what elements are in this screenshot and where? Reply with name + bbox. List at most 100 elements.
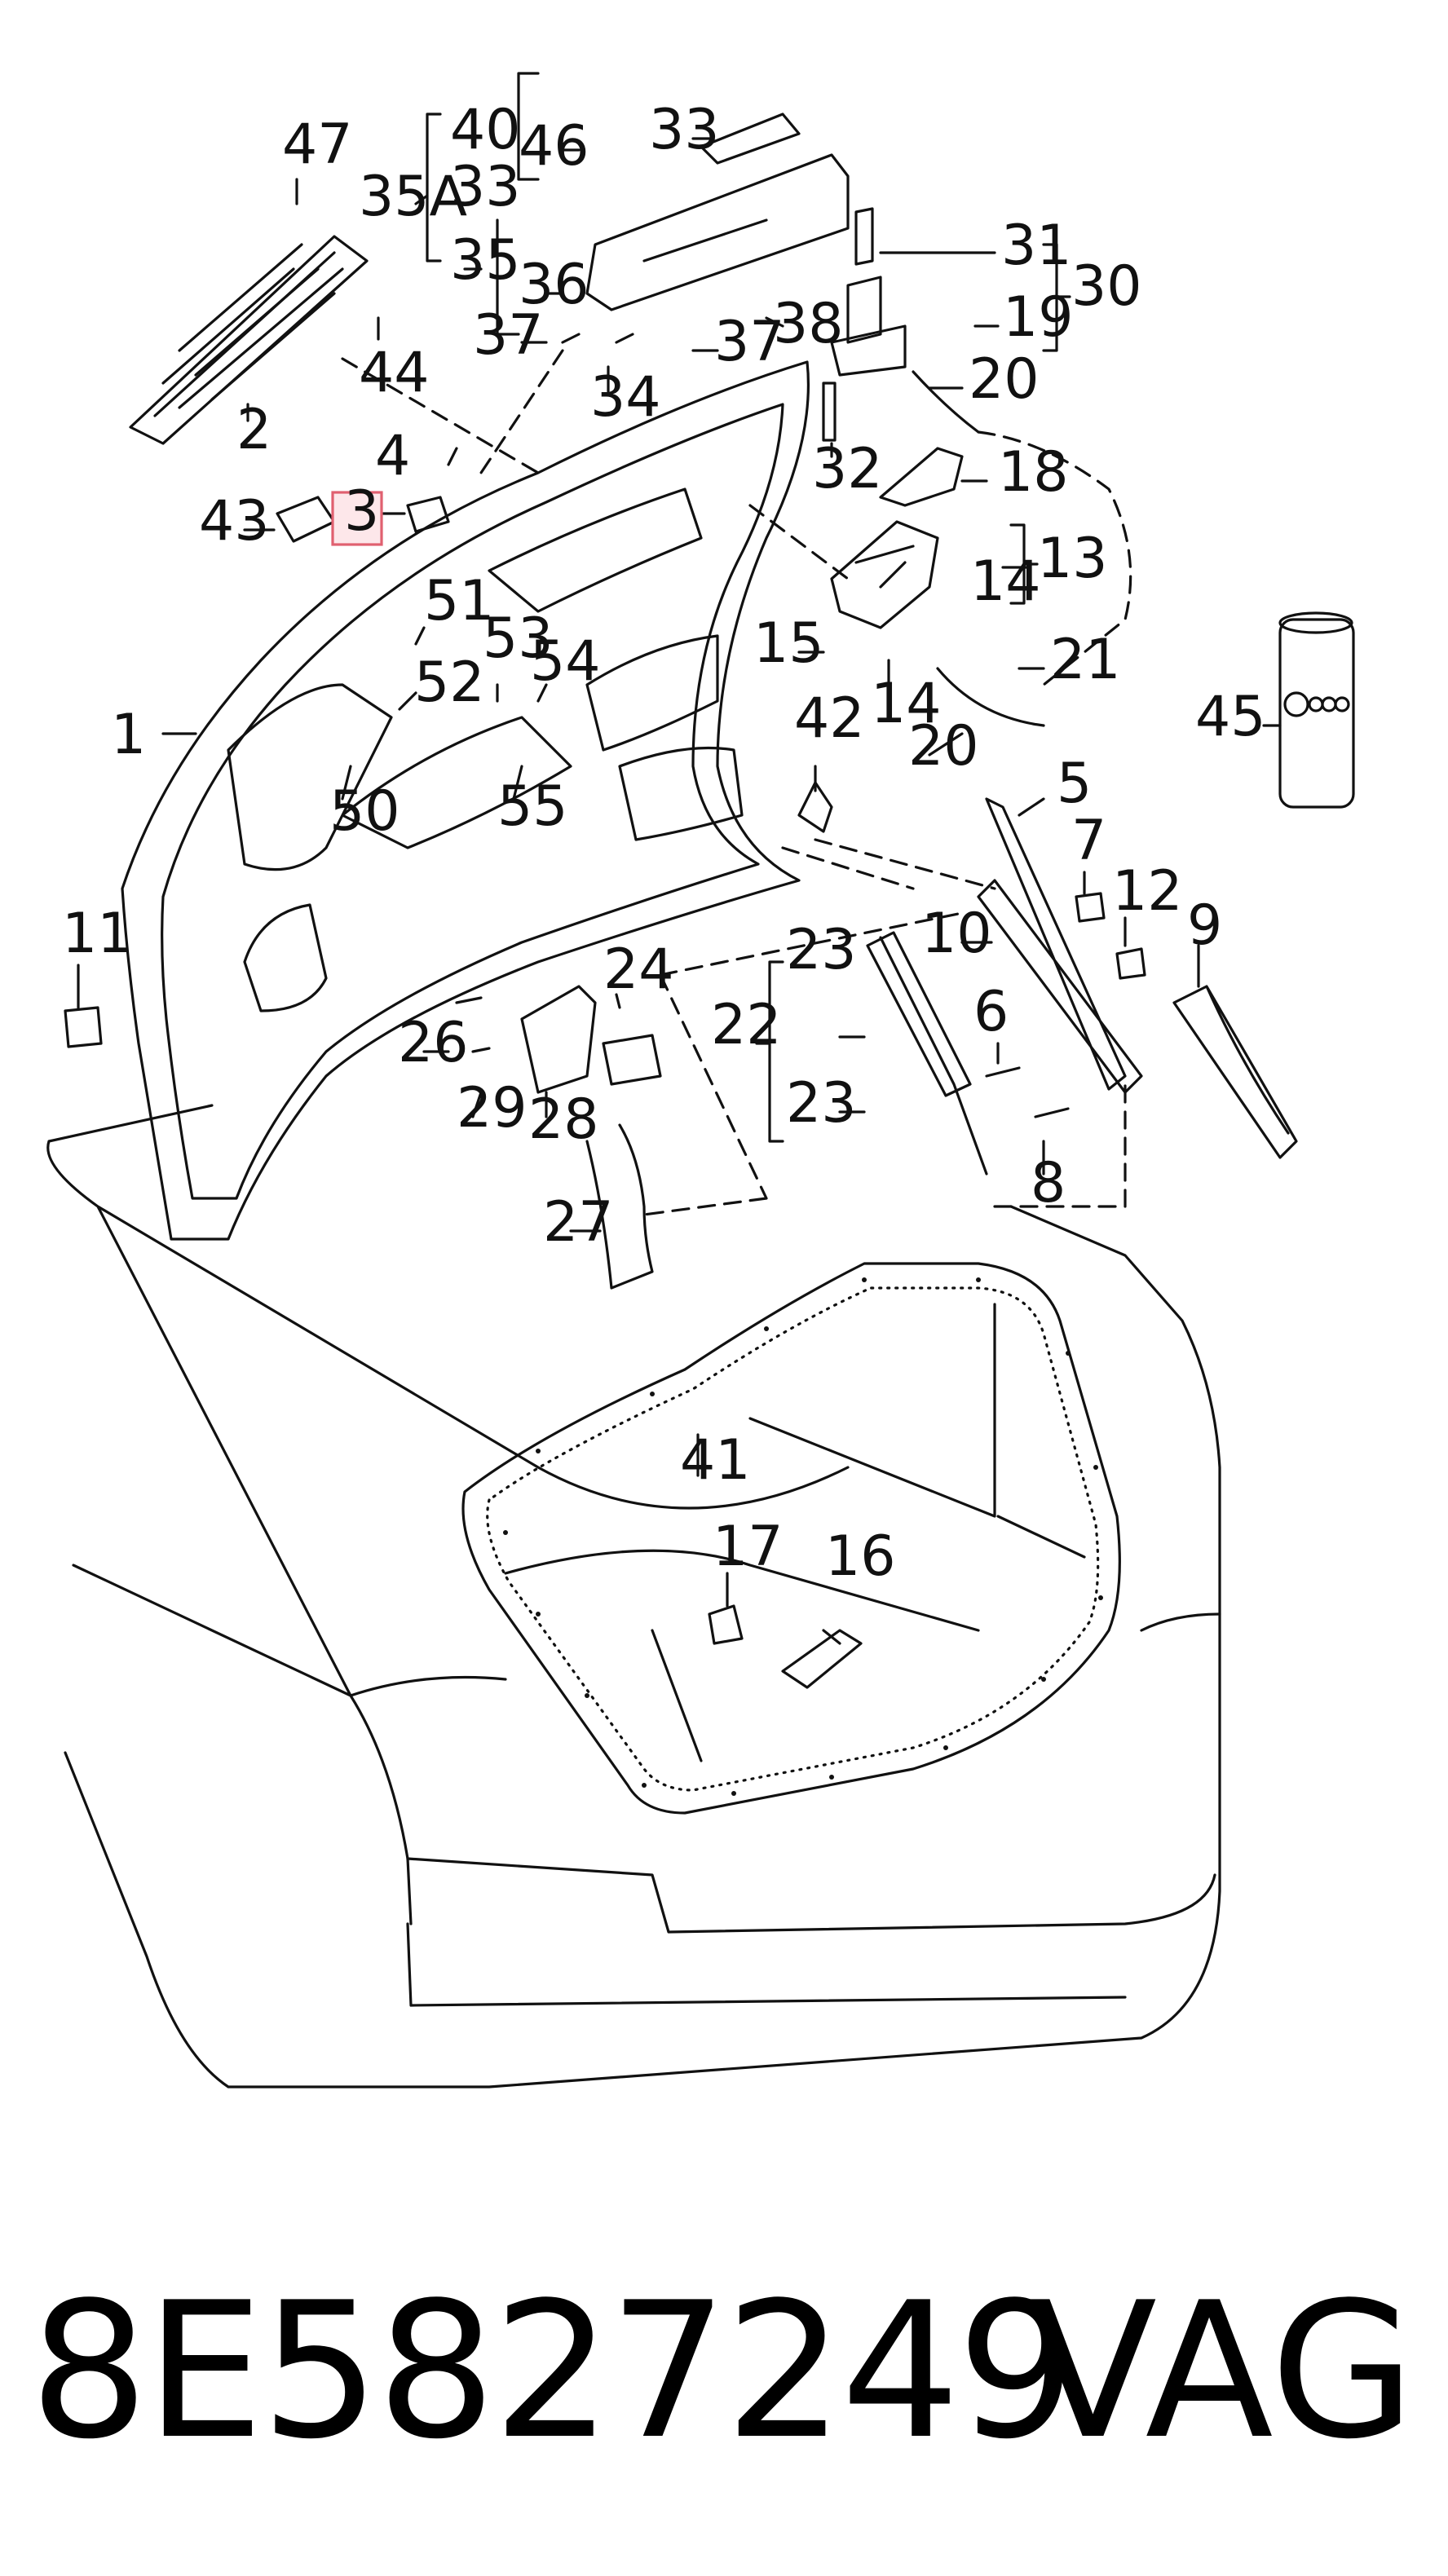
label-9: 9 — [1187, 893, 1222, 958]
label-13: 13 — [1037, 527, 1108, 591]
label-30: 30 — [1071, 254, 1142, 319]
label-6: 6 — [973, 980, 1009, 1044]
label-20b: 20 — [908, 714, 979, 779]
drawing-lines — [46, 72, 1298, 2089]
label-17: 17 — [713, 1515, 784, 1579]
leader-dashes — [341, 349, 1132, 1216]
label-21: 21 — [1050, 628, 1121, 692]
highlight-box — [331, 491, 383, 546]
label-55: 55 — [497, 774, 568, 839]
label-5: 5 — [1057, 752, 1092, 816]
label-46: 46 — [519, 114, 589, 179]
label-2: 2 — [236, 398, 272, 462]
latch-18 — [879, 447, 964, 507]
label-45: 45 — [1195, 685, 1266, 749]
exploded-parts-diagram: 1 2 3 4 5 6 7 8 9 10 11 12 13 14 14 15 1… — [46, 72, 1355, 2089]
label-15: 15 — [753, 611, 824, 676]
buffer-43 — [276, 496, 336, 543]
label-33a: 33 — [649, 98, 720, 162]
label-19: 19 — [1003, 285, 1074, 350]
hinge-trim — [1172, 985, 1298, 1159]
clip-12 — [1115, 947, 1146, 980]
label-8: 8 — [1031, 1151, 1066, 1215]
label-36: 36 — [519, 253, 589, 317]
label-1: 1 — [111, 703, 146, 767]
label-33b: 33 — [450, 155, 521, 219]
leader-lines — [77, 137, 1282, 1645]
latch-striker-16 — [781, 1629, 863, 1689]
trunk-seal-inner — [486, 1286, 1100, 1792]
label-44: 44 — [359, 341, 430, 405]
label-53: 53 — [483, 607, 554, 671]
label-47: 47 — [282, 112, 353, 177]
label-31: 31 — [1001, 214, 1072, 278]
lock-cylinder — [830, 207, 907, 377]
label-42: 42 — [794, 686, 865, 751]
label-43: 43 — [199, 489, 270, 554]
label-54: 54 — [530, 629, 601, 694]
label-34: 34 — [590, 365, 661, 430]
nut-7 — [1075, 892, 1106, 923]
trunk-lid-inner — [161, 403, 784, 1200]
group-brace-30 — [1042, 243, 1071, 352]
trim-panel-grid — [161, 243, 336, 401]
label-3: 3 — [344, 479, 379, 544]
label-4: 4 — [375, 424, 410, 488]
group-brace-22 — [755, 960, 784, 1143]
cable-20 — [912, 370, 1045, 727]
trunk-floor — [504, 1303, 1086, 1762]
label-40: 40 — [450, 98, 521, 162]
lock-body — [830, 520, 939, 629]
bolt-32 — [822, 382, 837, 442]
gas-strut — [866, 931, 988, 1176]
bracket-28 — [520, 985, 662, 1094]
label-35A: 35A — [359, 165, 467, 229]
label-52: 52 — [414, 651, 485, 715]
label-51: 51 — [424, 569, 495, 633]
spray-can-45 — [1278, 611, 1355, 809]
label-29: 29 — [457, 1076, 528, 1140]
label-11: 11 — [62, 902, 133, 966]
label-50: 50 — [329, 779, 400, 844]
label-14b: 14 — [871, 672, 942, 736]
label-41: 41 — [680, 1428, 751, 1493]
brand-name: VAG — [1028, 2263, 1415, 2481]
label-35: 35 — [450, 228, 521, 293]
bolts-misc — [455, 333, 1070, 1118]
diagram-canvas: 1 2 3 4 5 6 7 8 9 10 11 12 13 14 14 15 1… — [46, 72, 1355, 2089]
label-12: 12 — [1112, 859, 1183, 924]
label-10: 10 — [921, 902, 992, 966]
cable-27 — [585, 1123, 654, 1290]
label-7: 7 — [1071, 809, 1106, 873]
label-20a: 20 — [969, 347, 1040, 412]
label-18: 18 — [998, 440, 1069, 505]
trunk-seal — [461, 1262, 1121, 1815]
label-14a: 14 — [970, 549, 1041, 614]
car-body-quarter — [349, 1612, 1221, 2007]
washer-3 — [406, 496, 450, 533]
trunk-lid-frame — [227, 487, 744, 1012]
part-number: 8E5827249 — [29, 2263, 1076, 2481]
group-brace-13 — [1009, 523, 1039, 605]
label-23a: 23 — [786, 918, 857, 982]
seal-stipple — [503, 1277, 1103, 1796]
label-27: 27 — [543, 1190, 614, 1255]
label-37b: 37 — [714, 310, 785, 374]
car-body-rear — [46, 1104, 1221, 2089]
buffer-17 — [708, 1604, 744, 1645]
group-brace-35A — [414, 72, 540, 336]
label-32: 32 — [812, 437, 883, 501]
label-26: 26 — [398, 1011, 469, 1075]
buffer-42 — [797, 781, 833, 833]
hinge-arm — [977, 797, 1143, 1094]
label-24: 24 — [603, 937, 674, 1002]
handle-housing — [585, 112, 850, 311]
label-23b: 23 — [786, 1071, 857, 1136]
bump-stop-11 — [64, 1006, 103, 1048]
label-38: 38 — [773, 292, 844, 356]
label-16: 16 — [825, 1524, 896, 1589]
label-22: 22 — [711, 993, 782, 1057]
part-labels: 1 2 3 4 5 6 7 8 9 10 11 12 13 14 14 15 1… — [62, 98, 1266, 1589]
label-37a: 37 — [473, 303, 544, 368]
label-28: 28 — [528, 1087, 599, 1152]
